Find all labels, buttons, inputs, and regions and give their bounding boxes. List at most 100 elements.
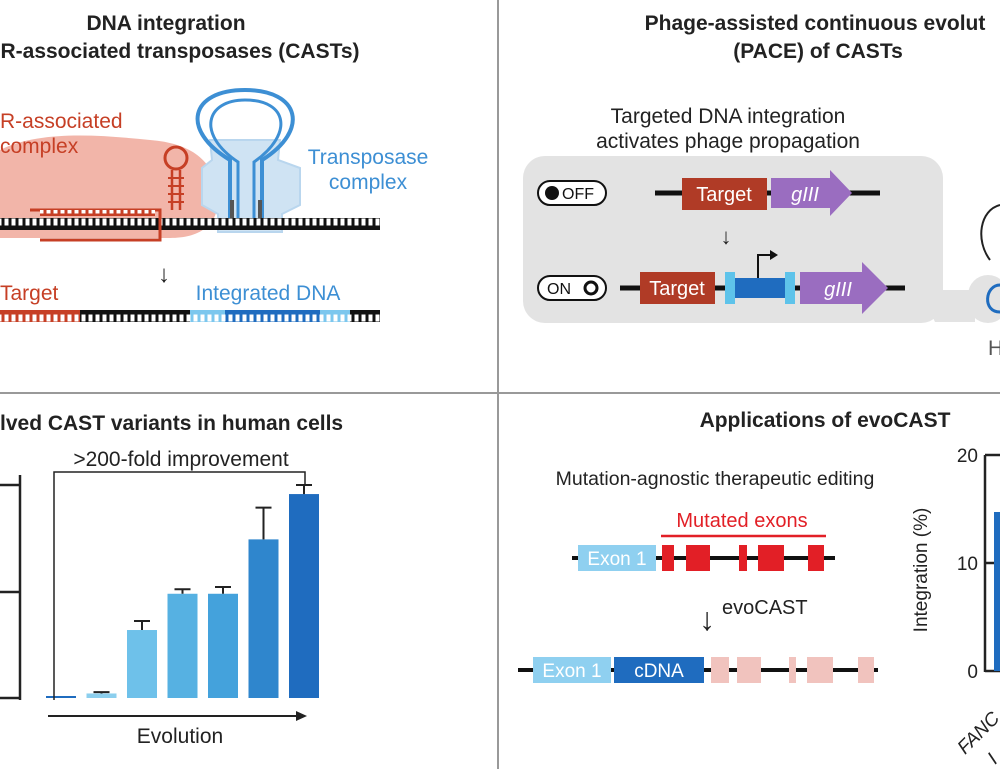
panel-dna-integration: DNA integration SPR-associated transposa…: [0, 12, 428, 322]
bar-7: [289, 494, 319, 698]
panel-a-title-line2: SPR-associated transposases (CASTs): [0, 40, 360, 63]
transposase-complex-blob: [201, 139, 301, 233]
dna-bottom-lightblue-2: [320, 310, 350, 322]
on-target-box: [640, 272, 715, 304]
error-bar-5: [215, 585, 231, 594]
off-giii-label: gIII: [791, 184, 819, 206]
bar-2: [86, 693, 117, 698]
silenced-exon-4: [807, 657, 833, 683]
promoter-arrow-head: [770, 250, 778, 260]
transposon-loop-outer: [195, 87, 295, 218]
improvement-bracket: [53, 471, 306, 700]
panel-b-subtitle-2: activates phage propagation: [596, 130, 860, 153]
silenced-exon-5: [858, 657, 874, 683]
improvement-label: >200-fold improvement: [73, 448, 289, 471]
mutated-exon-2: [686, 545, 710, 571]
integration-chart: Integration (%) 20 10 0 FANC I: [911, 446, 1000, 769]
integration-tick-label-20: 20: [957, 446, 978, 467]
crispr-complex-label-1: R-associated: [0, 110, 123, 133]
error-bar-3: [134, 619, 150, 631]
mutated-exon-5: [808, 545, 824, 571]
exon1-top-label: Exon 1: [587, 549, 646, 570]
bar-5: [208, 593, 238, 698]
rna-ladder: [40, 210, 155, 216]
bar-1: [46, 696, 76, 698]
off-target-box: [682, 178, 767, 210]
exon1-top: [578, 545, 656, 571]
right-cut-arc: [980, 204, 1000, 261]
transposon-loop-inner: [209, 98, 283, 218]
evolution-arrow-head: [296, 711, 307, 721]
bar-3: [127, 630, 157, 698]
bar-chart: >200-fold improvement Evolution: [0, 448, 319, 748]
on-giii-arrow: [800, 262, 888, 314]
on-insert-left-end: [725, 272, 735, 304]
bar-4: [167, 593, 198, 698]
panel-d-subtitle: Mutation-agnostic therapeutic editing: [556, 468, 875, 490]
silenced-exon-2: [737, 657, 761, 683]
exon1-bottom-label: Exon 1: [542, 661, 601, 682]
mutated-exons-label: Mutated exons: [676, 510, 807, 532]
panel-evolved-variants: lved CAST variants in human cells >200-f…: [0, 412, 343, 748]
integration-tick-label-0: 0: [967, 662, 978, 683]
bar-6: [248, 539, 279, 698]
error-bar-7: [296, 484, 312, 495]
error-bar-2: [93, 691, 110, 694]
transposase-label-1: Transposase: [308, 146, 429, 169]
panel-b-subtitle-1: Targeted DNA integration: [611, 105, 846, 128]
error-bar-4: [174, 588, 191, 594]
integration-x-tick-label-2: I: [984, 749, 1000, 768]
on-insert-right-end: [785, 272, 795, 304]
rna-hairpin-loop: [163, 145, 189, 171]
circuit-box-tail: [920, 290, 975, 322]
rna-hairpin: [170, 170, 182, 210]
panel-d-down-arrow: ↓: [699, 601, 715, 637]
on-label: ON: [547, 281, 571, 298]
on-toggle: ON: [537, 275, 607, 301]
dna-bottom-blue: [225, 310, 320, 322]
off-target-label: Target: [696, 184, 752, 206]
dna-bottom-red: [0, 310, 80, 322]
integration-x-tick-label: FANC: [954, 708, 1000, 759]
dna-bottom-lightblue-1: [190, 310, 225, 322]
cdna-block: [614, 657, 704, 683]
panel-a-down-arrow: ↓: [158, 261, 170, 288]
on-giii-label: gIII: [824, 279, 852, 301]
panel-c-title: lved CAST variants in human cells: [0, 412, 343, 435]
silenced-exon-3: [789, 657, 796, 683]
mutated-exon-3: [739, 545, 747, 571]
on-target-label: Target: [649, 278, 705, 300]
on-insert-body: [735, 278, 785, 298]
integration-axis-label: Integration (%): [911, 508, 932, 633]
right-cut-circle: [986, 283, 1000, 314]
dna-bottom-black-1: [80, 310, 190, 322]
panel-a-title-line1: DNA integration: [86, 12, 245, 35]
mutated-exon-4: [758, 545, 784, 571]
panel-applications: Applications of evoCAST Mutation-agnosti…: [518, 409, 1000, 769]
right-cut-letter: H: [988, 337, 1000, 360]
exon1-bottom: [533, 657, 611, 683]
crispr-complex-label-2: complex: [0, 135, 79, 158]
dna-strand-top: [0, 218, 380, 230]
panel-pace: Phage-assisted continuous evolut (PACE) …: [523, 12, 1000, 360]
dna-bottom-black-2: [350, 310, 380, 322]
bar-series: [46, 484, 319, 698]
target-label: Target: [0, 282, 59, 305]
integrated-dna-label: Integrated DNA: [196, 282, 341, 305]
silenced-exon-1: [711, 657, 729, 683]
panel-b-title-line1: Phage-assisted continuous evolut: [645, 12, 986, 35]
panel-d-title: Applications of evoCAST: [700, 409, 951, 432]
integration-bar-partial: [994, 512, 1000, 671]
evocast-label: evoCAST: [722, 597, 808, 619]
off-toggle: OFF: [537, 180, 607, 206]
promoter-arrow: [757, 254, 772, 278]
mutated-exon-1: [662, 545, 674, 571]
x-axis-label: Evolution: [137, 725, 223, 748]
panel-b-down-arrow: ↓: [721, 224, 732, 249]
off-label: OFF: [562, 186, 594, 203]
right-cut-box: [968, 275, 1000, 323]
panel-b-title-line2: (PACE) of CASTs: [733, 40, 903, 63]
error-bar-6: [255, 506, 272, 540]
off-giii-arrow: [771, 170, 852, 216]
